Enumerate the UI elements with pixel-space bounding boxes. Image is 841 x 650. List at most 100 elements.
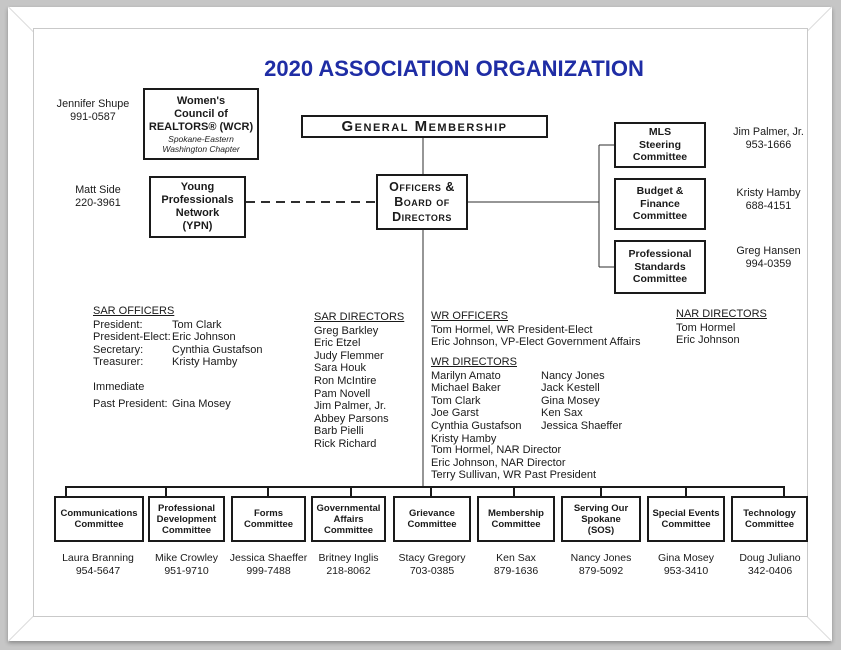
committee-chair: Ken Sax 879-1636 bbox=[470, 552, 562, 578]
committee-chair: Jessica Shaeffer 999-7488 bbox=[223, 552, 314, 578]
director-name: Cynthia Gustafson bbox=[431, 419, 522, 432]
org-chart-page: 2020 ASSOCIATION ORGANIZATION Jennifer S… bbox=[33, 28, 808, 617]
officer-row: President-Elect:Eric Johnson bbox=[93, 331, 308, 344]
box-label-line: Standards bbox=[634, 260, 686, 273]
box-label-line: (SOS) bbox=[587, 524, 615, 536]
box-label-line: Committee bbox=[661, 519, 711, 530]
director-name: Kristy Hamby bbox=[431, 432, 497, 445]
director-name: Judy Flemmer bbox=[314, 349, 384, 362]
frame-miter bbox=[7, 6, 35, 33]
director-name: Pam Novell bbox=[314, 387, 371, 400]
chair-phone: 218-8062 bbox=[326, 565, 371, 577]
director-name: Joe Garst bbox=[431, 407, 479, 420]
committee-chair: Doug Juliano 342-0406 bbox=[724, 552, 816, 578]
contact-name: Greg Hansen bbox=[736, 245, 801, 257]
officer-name: Gina Mosey bbox=[172, 397, 231, 410]
box-label-line: Steering bbox=[638, 138, 681, 151]
wr-officers-list: WR OFFICERS Tom Hormel, WR President-Ele… bbox=[431, 310, 681, 349]
box-label-line: Technology bbox=[743, 508, 796, 519]
box-label-line: (YPN) bbox=[182, 220, 213, 232]
committee-box-communications: Communications Committee bbox=[54, 496, 144, 542]
chair-name: Jessica Shaeffer bbox=[229, 552, 308, 564]
box-label-line: Serving Our bbox=[573, 502, 629, 514]
list-heading: SAR OFFICERS bbox=[93, 305, 175, 317]
box-label-line: Committee bbox=[491, 519, 541, 530]
contact-phone: 991-0587 bbox=[70, 111, 116, 123]
chair-name: Ken Sax bbox=[496, 552, 536, 564]
box-label-line: Council of bbox=[174, 107, 228, 120]
box-label-line: Network bbox=[175, 207, 220, 219]
director-name: Marilyn Amato bbox=[431, 369, 501, 382]
box-label-line: Committee bbox=[74, 519, 124, 530]
wr-directors-col2: Nancy Jones Jack Kestell Gina Mosey Ken … bbox=[541, 370, 622, 446]
box-label-line: Governmental bbox=[316, 502, 381, 514]
box-label-line: Professional bbox=[157, 502, 216, 514]
box-label-line: Officers & bbox=[389, 179, 455, 194]
box-label-line: Forms bbox=[253, 508, 284, 519]
committee-box-special-events: Special Events Committee bbox=[647, 496, 725, 542]
box-label-line: Committee bbox=[632, 210, 688, 223]
contact-phone: 994-0359 bbox=[745, 258, 792, 270]
ypn-contact: Matt Side 220-3961 bbox=[52, 184, 144, 210]
wr-extra-list: Tom Hormel, NAR Director Eric Johnson, N… bbox=[431, 444, 681, 482]
nar-directors-list: NAR DIRECTORS Tom Hormel Eric Johnson bbox=[676, 308, 806, 347]
contact-name: Jennifer Shupe bbox=[56, 98, 130, 110]
chair-name: Britney Inglis bbox=[318, 552, 379, 564]
committee-box-professional-development: Professional Development Committee bbox=[148, 496, 225, 542]
box-label-line: Special Events bbox=[652, 508, 720, 519]
sar-directors-list: SAR DIRECTORS Greg Barkley Eric Etzel Ju… bbox=[314, 311, 429, 451]
chair-name: Stacy Gregory bbox=[398, 552, 466, 564]
officer-name: Tom Hormel, WR President-Elect bbox=[431, 323, 593, 336]
box-label-line: Committee bbox=[243, 519, 294, 530]
list-heading: WR OFFICERS bbox=[431, 310, 508, 322]
box-label-line: Grievance bbox=[409, 508, 455, 519]
director-name: Michael Baker bbox=[431, 382, 501, 395]
box-label-line: Communications bbox=[60, 508, 138, 519]
director-name: Abbey Parsons bbox=[314, 412, 389, 425]
mls-steering-box: MLS Steering Committee bbox=[614, 122, 706, 168]
director-name: Jack Kestell bbox=[541, 382, 600, 395]
connector-lines bbox=[65, 137, 785, 497]
wr-directors-list: WR DIRECTORS Marilyn Amato Michael Baker… bbox=[431, 356, 691, 445]
director-name: Terry Sullivan, WR Past President bbox=[431, 469, 597, 482]
director-name: Ron McIntire bbox=[314, 374, 377, 387]
mls-contact: Jim Palmer, Jr. 953-1666 bbox=[711, 126, 826, 152]
officer-title: Past President: bbox=[93, 397, 168, 410]
box-label-line: Directors bbox=[392, 209, 452, 224]
committee-chair: Britney Inglis 218-8062 bbox=[303, 552, 394, 578]
officer-title: Treasurer: bbox=[93, 356, 144, 369]
officer-row: Treasurer:Kristy Hamby bbox=[93, 356, 308, 369]
wcr-contact: Jennifer Shupe 991-0587 bbox=[38, 98, 148, 124]
director-name: Nancy Jones bbox=[541, 369, 605, 382]
director-name: Greg Barkley bbox=[314, 324, 379, 337]
contact-name: Matt Side bbox=[75, 184, 121, 196]
frame-miter bbox=[805, 6, 833, 33]
box-label-line: MLS bbox=[648, 126, 672, 139]
officer-title: Immediate bbox=[93, 380, 145, 393]
committee-box-membership: Membership Committee bbox=[477, 496, 555, 542]
director-name: Eric Johnson bbox=[676, 334, 740, 347]
officer-title: President-Elect: bbox=[93, 331, 171, 344]
director-name: Tom Hormel, NAR Director bbox=[431, 444, 562, 456]
page-title: 2020 ASSOCIATION ORGANIZATION bbox=[264, 56, 644, 81]
director-name: Tom Hormel bbox=[676, 321, 736, 334]
frame-miter bbox=[7, 615, 35, 642]
director-name: Jim Palmer, Jr. bbox=[314, 400, 387, 413]
box-label-line: Professionals bbox=[161, 194, 234, 206]
committee-chair: Gina Mosey 953-3410 bbox=[640, 552, 732, 578]
contact-phone: 688-4151 bbox=[745, 200, 792, 212]
list-heading: NAR DIRECTORS bbox=[676, 308, 767, 320]
box-label-line: Professional bbox=[628, 248, 692, 261]
chair-phone: 999-7488 bbox=[246, 565, 291, 577]
director-name: Eric Johnson, NAR Director bbox=[431, 456, 566, 469]
chair-name: Nancy Jones bbox=[570, 552, 632, 564]
box-label-line: Spokane bbox=[581, 513, 621, 525]
chair-name: Gina Mosey bbox=[657, 552, 715, 564]
officer-row: Past President: Gina Mosey bbox=[93, 398, 308, 411]
chair-phone: 951-9710 bbox=[164, 565, 209, 577]
box-label-line: Committee bbox=[323, 524, 374, 536]
box-subtitle-line: Spokane-Eastern bbox=[168, 133, 234, 144]
box-label-line: Development bbox=[156, 513, 217, 525]
sar-officers-list: SAR OFFICERS President:Tom Clark Preside… bbox=[93, 305, 308, 410]
